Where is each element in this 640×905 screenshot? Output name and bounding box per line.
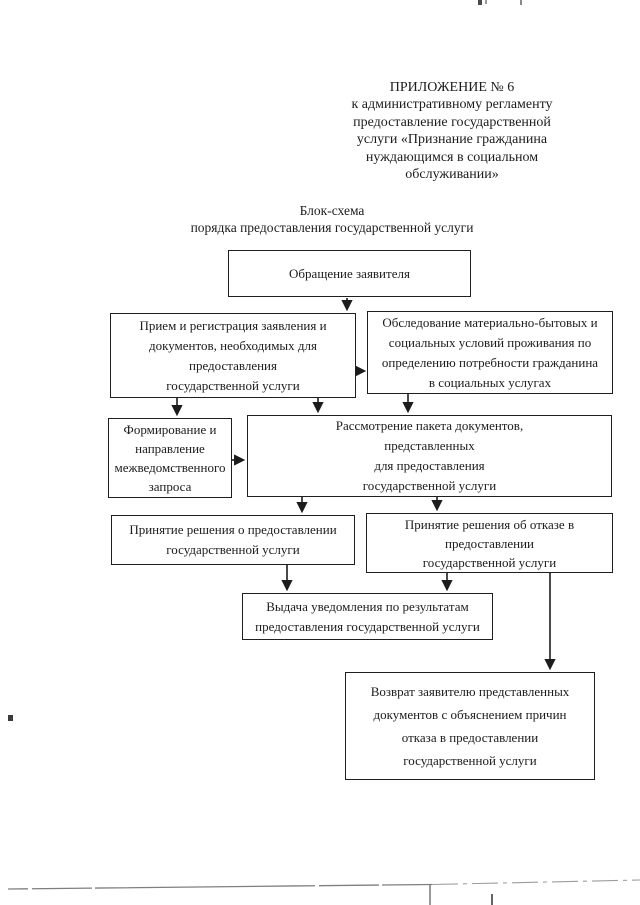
- flow-box-text: предоставления: [189, 357, 277, 373]
- flow-box-text: отказа в предоставлении: [401, 730, 539, 745]
- flow-box-text: предоставлении: [445, 535, 534, 551]
- scan-artifact-top-speck-2: [485, 0, 487, 4]
- scan-artifact-left-speck: [8, 715, 13, 721]
- flow-box-text: государственной услуги: [362, 478, 497, 493]
- flow-box-text: Возврат заявителю представленных: [370, 684, 570, 699]
- appendix-header-line: ПРИЛОЖЕНИЕ № 6: [389, 80, 515, 95]
- flow-box-text: государственной услуги: [166, 377, 300, 393]
- flow-box-text: государственной услуги: [403, 753, 537, 768]
- flow-box-text: определению потребности гражданина: [381, 354, 599, 370]
- flow-box-text: межведомственного: [114, 460, 226, 475]
- flow-box-text: предоставления государственной услуги: [255, 618, 480, 634]
- appendix-header-line: предоставление государственной: [353, 114, 551, 130]
- flow-box-text: документов с объяснением причин: [373, 707, 567, 722]
- flow-box-reception: Прием и регистрация заявления и документ…: [110, 313, 356, 398]
- scan-artifact-top-speck-3: [520, 0, 522, 5]
- flow-box-text: государственной услуги: [422, 554, 557, 570]
- diagram-title: Блок-схема порядка предоставления госуда…: [132, 202, 532, 236]
- flow-box-text: запроса: [148, 479, 192, 494]
- flow-box-text: в социальных услугах: [428, 374, 552, 390]
- flow-box-return-documents: Возврат заявителю представленных докумен…: [345, 672, 595, 780]
- diagram-title-line: порядка предоставления государственной у…: [190, 220, 474, 235]
- appendix-header-line: услуги «Признание гражданина: [356, 132, 548, 148]
- flow-box-notification: Выдача уведомления по результатам предос…: [242, 593, 493, 640]
- scan-artifact-bottom-line-left: [7, 883, 433, 890]
- flow-box-text: государственной услуги: [166, 542, 300, 557]
- flow-box-inspection: Обследование материально-бытовых и социа…: [367, 311, 613, 394]
- flow-box-text: направление: [135, 441, 205, 456]
- diagram-title-line: Блок-схема: [299, 203, 365, 218]
- flow-box-text: документов, необходимых для: [148, 337, 318, 353]
- flow-box-review: Рассмотрение пакета документов, представ…: [247, 415, 612, 497]
- flow-box-appeal: Обращение заявителя: [228, 250, 471, 297]
- appendix-header-line: к административному регламенту: [351, 97, 553, 113]
- flow-box-text: Рассмотрение пакета документов,: [335, 418, 524, 433]
- flow-box-decision-refuse: Принятие решения об отказе в предоставле…: [366, 513, 613, 573]
- appendix-header-line: обслуживании»: [405, 167, 499, 183]
- appendix-header: ПРИЛОЖЕНИЕ № 6 к административному регла…: [327, 79, 577, 183]
- flow-box-text: Прием и регистрация заявления и: [139, 317, 327, 333]
- flow-box-interagency-request: Формирование и направление межведомствен…: [108, 418, 232, 498]
- scan-artifact-bottom-line-right: [431, 879, 640, 886]
- flow-box-text: Выдача уведомления по результатам: [266, 598, 469, 614]
- flow-box-text: представленных: [384, 438, 475, 453]
- appendix-header-line: нуждающимся в социальном: [365, 149, 539, 165]
- scan-artifact-top-speck-1: [478, 0, 482, 5]
- flow-box-text: для предоставления: [374, 458, 485, 473]
- flow-box-decision-grant: Принятие решения о предоставлении госуда…: [111, 515, 355, 565]
- flow-box-text: Формирование и: [123, 422, 217, 437]
- flow-box-text: Обращение заявителя: [289, 265, 410, 281]
- flow-box-text: Принятие решения о предоставлении: [129, 522, 337, 537]
- flow-box-text: Обследование материально-бытовых и: [382, 314, 598, 330]
- flow-box-text: социальных условий проживания по: [388, 334, 592, 350]
- flow-box-text: Принятие решения об отказе в: [404, 516, 575, 532]
